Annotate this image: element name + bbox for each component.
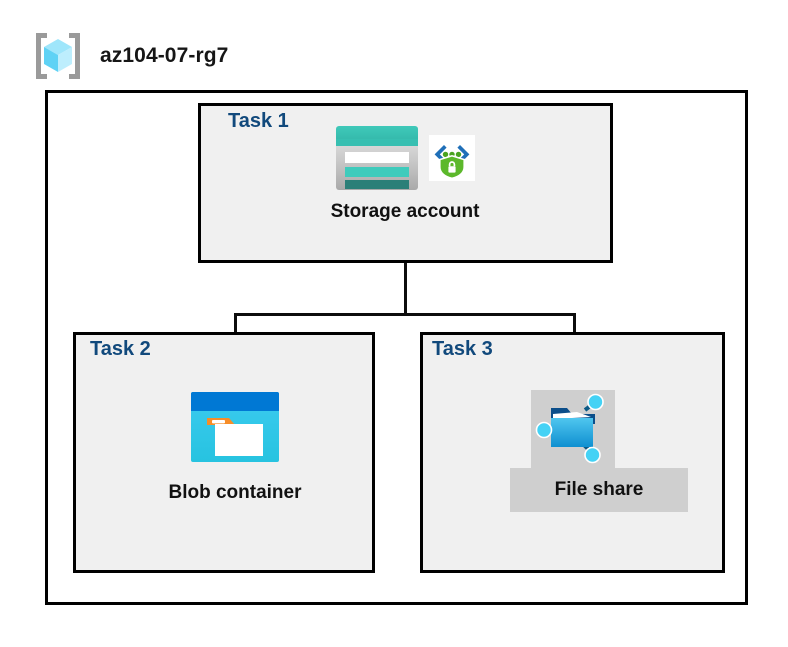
blob-container-caption: Blob container (168, 482, 302, 503)
file-share-node (533, 392, 613, 468)
blob-container-icon (191, 392, 279, 462)
file-share-label-selection-plate (510, 468, 688, 512)
file-share-caption: File share (554, 479, 644, 500)
task-2-label: Task 2 (90, 338, 151, 360)
storage-account-node: Storage account (250, 124, 560, 223)
task-1-label: Task 1 (228, 110, 289, 132)
connector-branch-bar (234, 313, 576, 316)
task-3-label: Task 3 (432, 338, 493, 360)
storage-account-caption: Storage account (330, 201, 480, 222)
connector-storage-to-branch (404, 263, 407, 316)
resource-group-title: az104-07-rg7 (100, 44, 229, 67)
file-share-icon (535, 393, 604, 464)
resource-group-header: az104-07-rg7 (30, 26, 450, 86)
storage-account-icon (336, 126, 418, 190)
resource-group-icon (36, 33, 80, 79)
storage-account-icon-row (335, 124, 475, 192)
blob-container-node: Blob container (120, 390, 350, 504)
secure-endpoint-icon (429, 135, 475, 181)
